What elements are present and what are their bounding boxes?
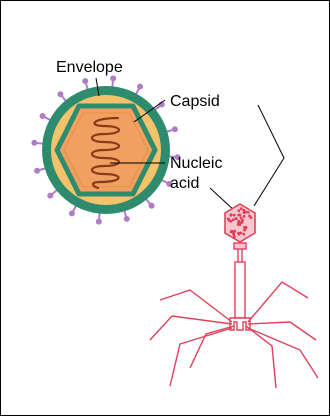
phage-dna-dot [241, 221, 242, 222]
phage-dna-dot [239, 214, 240, 215]
phage-dna-dot [238, 221, 239, 222]
spike-knob [69, 210, 75, 216]
spike-knob [40, 113, 46, 119]
spike-knob [149, 203, 155, 209]
phage-dna-dot [234, 214, 235, 215]
phage-dna-dot [248, 212, 249, 213]
phage-dna-dot [238, 234, 239, 235]
spike-knob [82, 78, 88, 84]
phage-dna-dot [243, 216, 244, 217]
spike-knob [110, 75, 116, 81]
capsid-label: Capsid [170, 93, 220, 110]
nucleic-acid-label-line1: Nucleic [170, 155, 222, 172]
phage-dna-dot [250, 217, 251, 218]
nucleic-acid-label-line2: acid [170, 175, 199, 192]
phage-dna-dot [249, 215, 250, 216]
phage-tail [235, 262, 245, 318]
phage-dna-dot [231, 214, 232, 215]
phage-dna-dot [233, 232, 234, 233]
spike-knob [31, 140, 37, 146]
spike-knob [96, 219, 102, 225]
spike-knob [57, 91, 63, 97]
spike-knob [34, 168, 40, 174]
phage-dna-dot [245, 211, 246, 212]
phage-dna-dot [238, 210, 239, 211]
phage-baseplate [230, 318, 250, 330]
phage-dna-dot [244, 228, 245, 229]
spike-knob [137, 84, 143, 90]
spike-knob [172, 126, 178, 132]
phage-dna-dot [230, 231, 231, 232]
phage-dna-dot [243, 210, 244, 211]
phage-dna-dot [234, 230, 235, 231]
phage-dna-dot [240, 217, 241, 218]
phage-dna-dot [228, 218, 229, 219]
phage-dna-dot [241, 208, 242, 209]
phage-dna-dot [234, 236, 235, 237]
phage-dna-dot [235, 218, 236, 219]
envelope-label: Envelope [56, 59, 123, 76]
phage-dna-dot [233, 219, 234, 220]
phage-head [225, 204, 255, 242]
spike-knob [47, 193, 53, 199]
phage-dna-dot [243, 233, 244, 234]
spike-knob [124, 216, 130, 222]
phage-dna-dot [240, 232, 241, 233]
phage-collar [234, 243, 246, 249]
